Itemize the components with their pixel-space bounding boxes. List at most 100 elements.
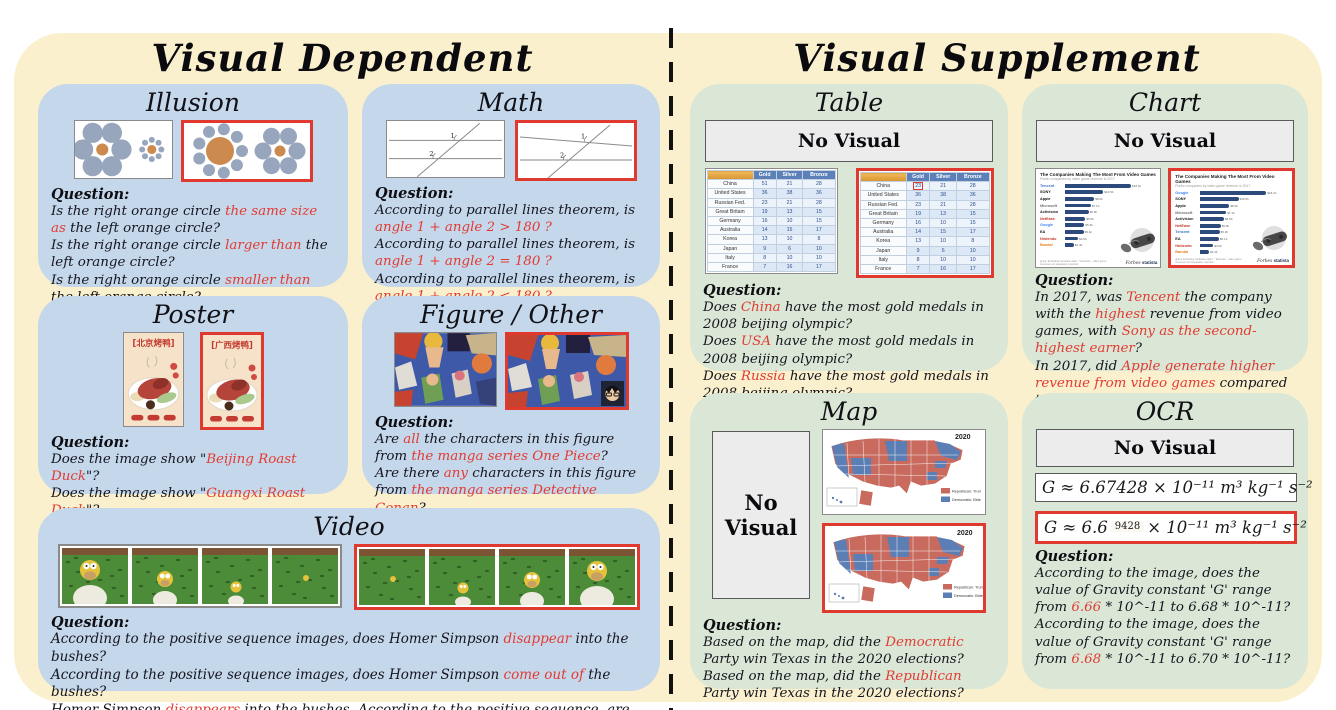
question-line: Does the image show "Beijing Roast Duck"… <box>51 452 297 485</box>
video-frame <box>499 549 565 605</box>
video-frame <box>429 549 495 605</box>
math-image-original: 1 2 <box>385 120 505 178</box>
revenue-chart-original: The Companies Making The Most From Video… <box>1035 168 1162 268</box>
question-label: Question: <box>51 434 130 451</box>
illusion-questions: Is the right orange circle the same size… <box>51 203 335 306</box>
question-label: Question: <box>375 414 454 431</box>
question-line: According to the positive sequence image… <box>51 666 611 701</box>
question-line: Based on the map, did the Democratic Par… <box>703 635 964 668</box>
svg-text:2: 2 <box>560 152 564 160</box>
question-line: According to the positive sequence image… <box>51 631 629 665</box>
video-frame <box>132 548 198 604</box>
question-line: Based on the map, did the Republican Par… <box>703 669 964 702</box>
visual-supplement-title: Visual Supplement <box>793 36 1201 80</box>
table-questions: Does China have the most gold medals in … <box>703 299 995 402</box>
math-box-title: Math <box>477 88 545 117</box>
no-visual-banner: No Visual <box>712 431 810 599</box>
center-dashed-divider <box>669 28 673 710</box>
svg-text:1: 1 <box>450 132 454 140</box>
svg-text:2020: 2020 <box>957 530 973 537</box>
question-line: According to parallel lines theorem, is … <box>375 203 636 236</box>
map-questions: Based on the map, did the Democratic Par… <box>703 634 995 703</box>
math-image-modified: 1 2 <box>514 120 637 181</box>
revenue-chart-modified: The Companies Making The Most From Video… <box>1168 168 1295 268</box>
question-line: Does China have the most gold medals in … <box>703 300 984 333</box>
question-line: Is the right orange circle larger than t… <box>51 238 328 271</box>
figure-image-original <box>393 332 497 407</box>
ocr-box: OCR No Visual G ≈ 6.67428 × 10⁻¹¹ m³ kg⁻… <box>1022 393 1313 689</box>
svg-text:1: 1 <box>581 133 585 141</box>
gamepad-illustration <box>1121 228 1156 253</box>
gamepad-illustration <box>1252 226 1287 251</box>
video-frame <box>202 548 268 604</box>
conan-inset <box>600 381 624 406</box>
video-box: Video Question: According to the positiv… <box>38 508 660 710</box>
video-frames-original <box>58 544 342 608</box>
video-box-title: Video <box>313 512 385 541</box>
figure-questions: Are all the characters in this figure fr… <box>375 431 647 517</box>
poster-questions: Does the image show "Beijing Roast Duck"… <box>51 451 335 520</box>
video-frame <box>359 549 425 605</box>
visual-dependent-title: Visual Dependent <box>151 36 534 80</box>
illusion-box: Illusion Question: Is the right orange c… <box>38 84 348 305</box>
map-box-title: Map <box>820 397 878 426</box>
video-frame <box>272 548 338 604</box>
chart-box: Chart No Visual The Companies Making The… <box>1022 84 1308 408</box>
svg-text:2020: 2020 <box>955 434 971 441</box>
question-line: Is the right orange circle the same size… <box>51 204 318 237</box>
poster-image-guangxi: [广西烤鸭] <box>199 332 264 430</box>
question-line: In 2017, did Apple generate higher reven… <box>1035 358 1288 408</box>
question-label: Question: <box>703 282 782 300</box>
video-questions: According to the positive sequence image… <box>51 631 647 710</box>
no-visual-banner: No Visual <box>1036 429 1294 467</box>
video-frame <box>62 548 128 604</box>
gravity-formula-original: G ≈ 6.67428 × 10⁻¹¹ m³ kg⁻¹ s⁻² <box>1035 473 1313 502</box>
svg-text:[广西烤鸭]: [广西烤鸭] <box>211 340 253 351</box>
question-label: Question: <box>51 186 130 203</box>
question-line: According to the image, does the value o… <box>1035 566 1291 616</box>
poster-box: Poster [北京烤鸭] [广西烤鸭] <box>38 296 348 518</box>
svg-text:Democratic: Biden: Democratic: Biden <box>952 498 981 502</box>
figure-other-box: Figure / Other <box>362 296 660 516</box>
svg-text:Republican: Trump: Republican: Trump <box>954 586 983 590</box>
question-label: Question: <box>703 617 782 634</box>
illusion-image-modified <box>180 120 313 182</box>
ocr-box-title: OCR <box>1135 397 1195 426</box>
question-line: Does USA have the most gold medals in 20… <box>703 334 975 367</box>
chart-box-title: Chart <box>1128 88 1202 117</box>
figure-other-box-title: Figure / Other <box>420 300 602 329</box>
question-line: Are all the characters in this figure fr… <box>375 432 615 465</box>
question-line: According to parallel lines theorem, is … <box>375 237 636 270</box>
question-line: In 2017, was Tencent the company with th… <box>1035 290 1282 357</box>
question-label: Question: <box>1035 272 1114 289</box>
svg-text:Democratic: Biden: Democratic: Biden <box>954 594 983 598</box>
question-label: Question: <box>1035 548 1114 565</box>
formula-inset-digits: 9428 <box>1110 521 1145 532</box>
svg-text:[北京烤鸭]: [北京烤鸭] <box>132 337 174 349</box>
illusion-image-original <box>73 120 173 179</box>
illusion-box-title: Illusion <box>146 88 240 117</box>
svg-text:Republican: Trump: Republican: Trump <box>952 490 981 494</box>
svg-text:2: 2 <box>429 150 433 158</box>
figure-image-modified <box>504 332 629 410</box>
poster-image-beijing: [北京烤鸭] <box>122 332 184 427</box>
question-label: Question: <box>375 185 454 202</box>
poster-box-title: Poster <box>152 300 234 329</box>
video-frame <box>569 549 635 605</box>
question-label: Question: <box>51 614 130 631</box>
question-line: According to the image, does the value o… <box>1035 617 1291 667</box>
ocr-questions: According to the image, does the value o… <box>1035 565 1295 668</box>
question-line: Homer Simpson disappears into the bushes… <box>51 702 647 710</box>
no-visual-banner: No Visual <box>705 120 993 162</box>
no-visual-banner: No Visual <box>1036 120 1294 162</box>
math-questions: According to parallel lines theorem, is … <box>375 202 647 305</box>
